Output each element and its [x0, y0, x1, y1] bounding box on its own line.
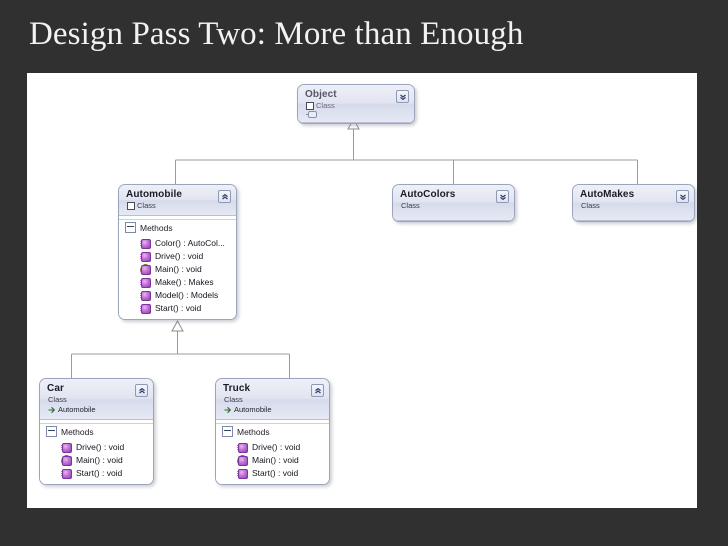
chevron-down-icon — [499, 194, 506, 200]
method-icon — [237, 468, 248, 479]
class-stereotype: Class — [401, 201, 420, 210]
class-body: Methods Color() : AutoCol... Drive() : v… — [119, 216, 236, 319]
inheritance-arrow-icon — [48, 406, 56, 414]
compartment-methods[interactable]: Methods — [40, 423, 153, 440]
method-icon — [140, 251, 151, 262]
method-icon — [140, 238, 151, 249]
member-label: Drive() : void — [76, 441, 125, 452]
member-label: Start() : void — [155, 302, 202, 313]
class-stereotype: Class — [305, 101, 408, 111]
member-row[interactable]: Model() : Models — [119, 288, 236, 301]
chevron-down-icon — [399, 94, 406, 100]
compartment-chip-icon — [306, 111, 317, 118]
expand-toggle-button[interactable] — [676, 190, 689, 203]
class-base-type: Automobile — [47, 405, 147, 415]
member-row[interactable]: Main() : void — [40, 453, 153, 466]
member-label: Drive() : void — [155, 250, 204, 261]
member-label: Drive() : void — [252, 441, 301, 452]
method-static-icon — [61, 454, 72, 466]
member-row[interactable]: Drive() : void — [119, 249, 236, 262]
method-icon — [140, 303, 151, 314]
base-class-label: Automobile — [58, 405, 96, 414]
class-box-object[interactable]: Object Class — [297, 84, 415, 124]
class-name: Object — [305, 89, 337, 100]
class-header: Car Class Automobile — [40, 379, 153, 420]
compartment-methods[interactable]: Methods — [119, 219, 236, 236]
member-row[interactable]: Drive() : void — [40, 440, 153, 453]
chevron-up-icon — [314, 387, 321, 393]
collapse-toggle-button[interactable] — [218, 190, 231, 203]
member-row[interactable]: Color() : AutoCol... — [119, 236, 236, 249]
member-row[interactable]: Start() : void — [216, 466, 329, 479]
class-stereotype: Class — [581, 201, 600, 210]
collapse-icon[interactable] — [125, 222, 136, 233]
class-stereotype: Class — [126, 201, 230, 211]
class-header: AutoMakes Class — [573, 185, 694, 221]
expand-toggle-button[interactable] — [496, 190, 509, 203]
method-icon — [61, 468, 72, 479]
member-row[interactable]: Drive() : void — [216, 440, 329, 453]
class-name: AutoMakes — [580, 189, 635, 200]
method-static-icon — [140, 263, 151, 275]
member-row[interactable]: Start() : void — [40, 466, 153, 479]
method-icon — [237, 442, 248, 453]
class-box-autocolors[interactable]: AutoColors Class — [392, 184, 515, 222]
compartment-label: Methods — [61, 426, 94, 437]
member-label: Main() : void — [252, 454, 299, 465]
class-compartment-chip-row — [305, 111, 408, 118]
class-body: Methods Drive() : void Main() : void — [216, 420, 329, 484]
collapse-toggle-button[interactable] — [311, 384, 324, 397]
diagram-canvas: Object Class — [27, 73, 697, 508]
class-box-automakes[interactable]: AutoMakes Class — [572, 184, 695, 222]
member-label: Start() : void — [76, 467, 123, 478]
member-row[interactable]: Main() : void — [119, 262, 236, 275]
method-static-icon — [237, 454, 248, 466]
member-label: Make() : Makes — [155, 276, 214, 287]
member-row[interactable]: Start() : void — [119, 301, 236, 314]
member-label: Model() : Models — [155, 289, 219, 300]
compartment-label: Methods — [237, 426, 270, 437]
method-icon — [140, 277, 151, 288]
class-header: Truck Class Automobile — [216, 379, 329, 420]
chevron-down-icon — [679, 194, 686, 200]
base-class-label: Automobile — [234, 405, 272, 414]
inheritance-arrow-to-automobile — [171, 319, 184, 332]
class-stereotype: Class — [224, 395, 243, 404]
class-header: Object Class — [298, 85, 414, 123]
member-label: Main() : void — [155, 263, 202, 274]
class-name: Automobile — [126, 189, 182, 200]
class-name: AutoColors — [400, 189, 456, 200]
collapse-icon[interactable] — [46, 426, 57, 437]
member-row[interactable]: Main() : void — [216, 453, 329, 466]
member-label: Start() : void — [252, 467, 299, 478]
class-box-car[interactable]: Car Class Automobile — [39, 378, 154, 485]
class-name: Car — [47, 383, 64, 394]
page-title: Design Pass Two: More than Enough — [29, 16, 524, 52]
member-label: Color() : AutoCol... — [155, 237, 225, 248]
class-kind-icon — [127, 202, 135, 210]
class-kind-icon — [306, 102, 314, 110]
member-row[interactable]: Make() : Makes — [119, 275, 236, 288]
class-box-truck[interactable]: Truck Class Automobile — [215, 378, 330, 485]
class-base-type: Automobile — [223, 405, 323, 415]
class-header: Automobile Class — [119, 185, 236, 216]
inheritance-arrow-icon — [224, 406, 232, 414]
collapse-icon[interactable] — [222, 426, 233, 437]
method-icon — [61, 442, 72, 453]
class-name: Truck — [223, 383, 251, 394]
expand-toggle-button[interactable] — [396, 90, 409, 103]
member-label: Main() : void — [76, 454, 123, 465]
class-box-automobile[interactable]: Automobile Class Methods — [118, 184, 237, 320]
class-stereotype: Class — [48, 395, 67, 404]
class-header: AutoColors Class — [393, 185, 514, 221]
compartment-label: Methods — [140, 222, 173, 233]
chevron-up-icon — [221, 193, 228, 199]
collapse-toggle-button[interactable] — [135, 384, 148, 397]
chevron-up-icon — [138, 387, 145, 393]
method-icon — [140, 290, 151, 301]
compartment-methods[interactable]: Methods — [216, 423, 329, 440]
class-body: Methods Drive() : void Main() : void — [40, 420, 153, 484]
